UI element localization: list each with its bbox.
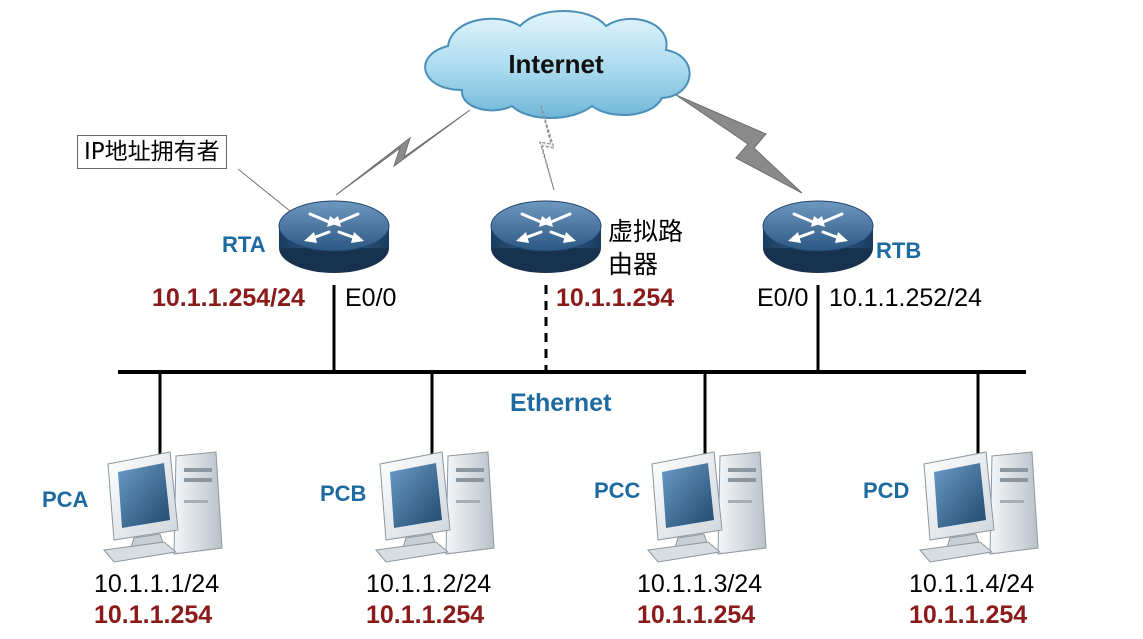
rtb-port: E0/0	[757, 284, 809, 312]
router-rta	[277, 199, 391, 275]
rta-ip: 10.1.1.254/24	[152, 284, 305, 312]
rta-port: E0/0	[345, 284, 397, 312]
ip-owner-callout: IP地址拥有者	[77, 135, 227, 170]
wan-link-rta	[335, 109, 471, 196]
ethernet-label: Ethernet	[510, 389, 612, 417]
pc-pcb	[375, 451, 495, 563]
pcb-label: PCB	[320, 481, 367, 506]
router-rtb	[761, 199, 875, 275]
wan-link-rtb	[675, 94, 803, 194]
rtb-ip: 10.1.1.252/24	[829, 284, 982, 312]
pcc-gateway: 10.1.1.254	[637, 601, 756, 629]
virtual-router-label-line2: 由器	[608, 250, 659, 279]
callout-leader	[237, 168, 291, 212]
pcd-gateway: 10.1.1.254	[909, 601, 1028, 629]
router-icon	[277, 199, 391, 275]
pc-icon	[647, 451, 767, 563]
pcc-label: PCC	[594, 478, 641, 503]
wan-link-virtual-router	[539, 105, 555, 191]
pc-icon	[103, 451, 223, 563]
virtual-router-label-line1: 虚拟路	[608, 217, 684, 246]
internet-cloud: Internet	[424, 10, 691, 119]
virtual-router-ip: 10.1.1.254	[556, 284, 675, 312]
pc-pcd	[919, 451, 1039, 563]
pca-ip: 10.1.1.1/24	[94, 570, 220, 598]
pcd-label: PCD	[863, 478, 910, 503]
pc-icon	[919, 451, 1039, 563]
pc-pcc	[647, 451, 767, 563]
router-icon	[489, 199, 603, 275]
pc-pca	[103, 451, 223, 563]
pcd-ip: 10.1.1.4/24	[909, 570, 1035, 598]
pcb-gateway: 10.1.1.254	[366, 601, 485, 629]
pca-label: PCA	[42, 487, 89, 512]
rta-label: RTA	[222, 232, 266, 257]
pca-gateway: 10.1.1.254	[94, 601, 213, 629]
pc-icon	[375, 451, 495, 563]
pcc-ip: 10.1.1.3/24	[637, 570, 763, 598]
cloud-label: Internet	[508, 49, 604, 79]
router-icon	[761, 199, 875, 275]
cloud-icon	[424, 10, 691, 119]
router-virtual	[489, 199, 603, 275]
rtb-label: RTB	[876, 238, 922, 263]
pcb-ip: 10.1.1.2/24	[366, 570, 492, 598]
